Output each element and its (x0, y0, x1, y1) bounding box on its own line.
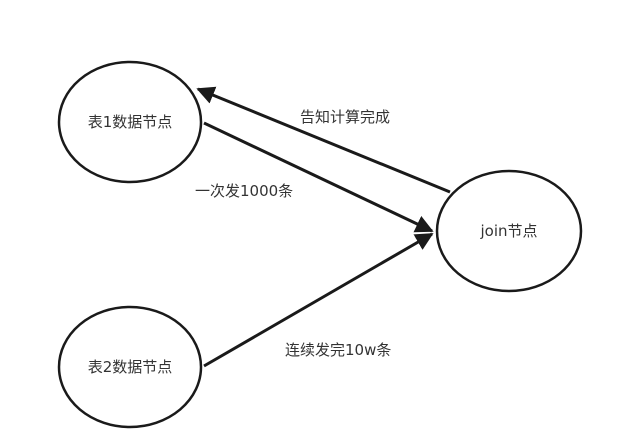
edge-send-batch-label: 一次发1000条 (195, 182, 293, 200)
node-table1-label: 表1数据节点 (88, 113, 173, 131)
node-table2-shape (57, 305, 203, 429)
node-join-shape (435, 169, 583, 293)
edge-send-batch-arrow (203, 121, 434, 233)
edge-notify-done-label: 告知计算完成 (300, 108, 390, 126)
node-table2-label: 表2数据节点 (88, 358, 173, 376)
node-join-label: join节点 (479, 222, 537, 240)
edge-notify-done-arrow (196, 86, 451, 194)
node-join[interactable]: join节点 (435, 169, 583, 293)
edge-send-stream-label: 连续发完10w条 (285, 341, 391, 359)
node-table1-shape (57, 60, 203, 184)
edge-send-stream-arrow (203, 232, 434, 368)
node-table2[interactable]: 表2数据节点 (57, 305, 203, 429)
node-table1[interactable]: 表1数据节点 (57, 60, 203, 184)
